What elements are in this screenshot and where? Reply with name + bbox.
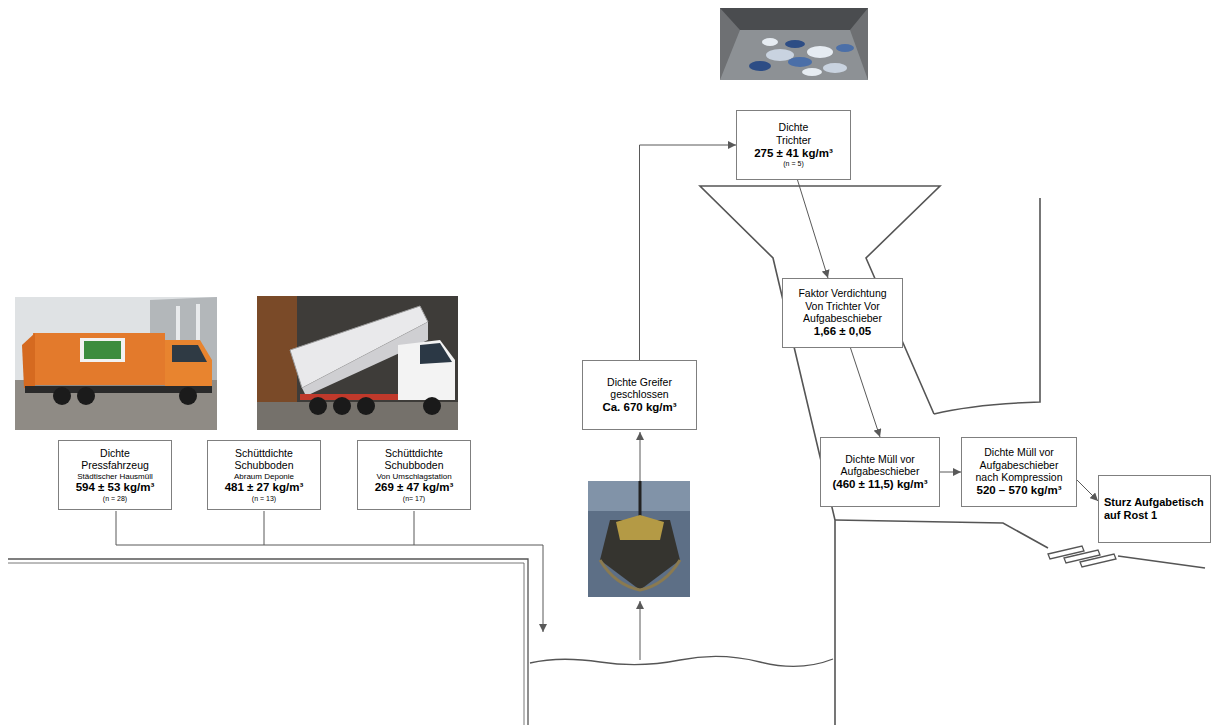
flow-arrow — [640, 145, 737, 360]
truck-wheel — [179, 387, 197, 405]
sample-count: (n = 13) — [252, 495, 276, 503]
grab-shell — [600, 560, 680, 590]
box-heading: Dichte Müll vor Aufgabeschieber — [826, 453, 934, 478]
density-value: 520 – 570 kg/m³ — [976, 484, 1061, 498]
scrap — [836, 44, 854, 52]
truck-wheel — [53, 387, 71, 405]
density-box: Dichte Müll vor Aufgabeschieber nach Kom… — [961, 437, 1077, 507]
trailer-window — [420, 343, 452, 364]
box-heading: Faktor Verdichtung Von Trichter Vor Aufg… — [788, 287, 897, 325]
photo-bunker — [588, 481, 690, 597]
hopper-chute — [700, 186, 940, 725]
sample-count: (n = 28) — [103, 495, 127, 503]
scrap — [762, 38, 778, 46]
plant-outline — [8, 186, 1205, 725]
process-step-box: Sturz Aufgabetisch auf Rost 1 — [1098, 475, 1211, 543]
truck-panel — [80, 338, 125, 362]
box-heading: Sturz Aufgabetisch auf Rost 1 — [1104, 496, 1205, 522]
grab-lift-arrow — [640, 432, 641, 481]
box-heading: Dichte Trichter — [764, 121, 824, 146]
scrap — [785, 40, 805, 48]
scrap — [766, 49, 794, 61]
delivery-lines — [116, 432, 640, 660]
density-box: Dichte Trichter275 ± 41 kg/m³(n = 5) — [736, 110, 851, 180]
trailer-wheel — [423, 397, 441, 415]
flow-arrow — [798, 180, 828, 278]
density-value: 594 ± 53 kg/m³ — [76, 481, 155, 495]
trailer-wheel — [333, 397, 351, 415]
sample-count: (n = 5) — [783, 160, 803, 168]
truck-window — [172, 345, 207, 362]
box-heading: Schüttdichte Schubboden — [213, 447, 315, 472]
scrap — [823, 63, 847, 73]
box-heading: Dichte Pressfahrzeug — [75, 447, 155, 472]
box-heading: Dichte Greifer geschlossen — [588, 376, 691, 401]
feed-table — [835, 520, 1048, 548]
flow-arrow — [1077, 480, 1098, 501]
flow-arrow — [851, 348, 881, 437]
grab-head — [616, 515, 664, 540]
grab-lift-arrow — [640, 601, 641, 660]
truck-cab — [165, 340, 212, 390]
box-heading: Dichte Müll vor Aufgabeschieber nach Kom… — [967, 446, 1071, 484]
truck-wheel — [77, 387, 95, 405]
hopper-photo — [720, 8, 868, 80]
ground-bunker-wall — [8, 559, 528, 725]
sample-count: (n= 17) — [403, 495, 425, 503]
truck-panel-print — [84, 341, 121, 359]
density-box: Schüttdichte SchubbodenAbraum Deponie481… — [207, 440, 321, 510]
furnace-wall — [934, 198, 1040, 414]
delivery-line — [264, 511, 265, 545]
scrap — [788, 57, 812, 67]
trailer-truck-photo — [257, 296, 458, 430]
source-note: Städtischer Hausmüll — [77, 472, 153, 482]
trailer-wheel — [309, 397, 327, 415]
delivery-line — [116, 511, 543, 632]
photo-pavement — [15, 380, 217, 430]
trailer-wheel — [357, 397, 375, 415]
photo-hopper — [720, 8, 868, 80]
grab-rope — [639, 481, 642, 518]
waste-surface — [530, 656, 833, 666]
flow-arrow — [940, 472, 961, 473]
density-value: 481 ± 27 kg/m³ — [225, 481, 304, 495]
scrap — [749, 61, 771, 71]
density-box: Dichte Müll vor Aufgabeschieber(460 ± 11… — [820, 437, 940, 507]
density-value: Ca. 670 kg/m³ — [602, 401, 676, 415]
density-box: Schüttdichte SchubbodenVon Umschlagstati… — [357, 440, 471, 510]
grate-bar — [1080, 554, 1116, 567]
compactor-truck-photo — [15, 297, 217, 430]
source-note: Von Umschlagstation — [376, 472, 451, 482]
photo-sky — [15, 297, 217, 430]
density-box: Faktor Verdichtung Von Trichter Vor Aufg… — [782, 278, 903, 348]
delivery-line — [414, 511, 415, 545]
grate-line — [1118, 556, 1205, 568]
truck-rear — [22, 333, 35, 388]
grab-photo — [588, 481, 690, 597]
hopper-wall — [720, 8, 868, 30]
density-box: Dichte PressfahrzeugStädtischer Hausmüll… — [58, 440, 172, 510]
hopper-floor — [720, 30, 868, 80]
ground-bunker-wall — [8, 563, 524, 725]
photo-hall — [257, 296, 458, 430]
trailer-cab — [398, 340, 455, 400]
scrap — [802, 68, 822, 76]
density-value: (460 ± 11,5) kg/m³ — [832, 478, 927, 492]
truck-body — [33, 333, 165, 385]
density-value: 275 ± 41 kg/m³ — [754, 147, 833, 161]
density-value: 269 ± 47 kg/m³ — [375, 481, 454, 495]
source-note: Abraum Deponie — [234, 472, 294, 482]
density-box: Dichte Greifer geschlossenCa. 670 kg/m³ — [582, 360, 697, 430]
scrap — [807, 46, 833, 58]
density-value: 1,66 ± 0,05 — [814, 325, 871, 339]
box-heading: Schüttdichte Schubboden — [363, 447, 465, 472]
